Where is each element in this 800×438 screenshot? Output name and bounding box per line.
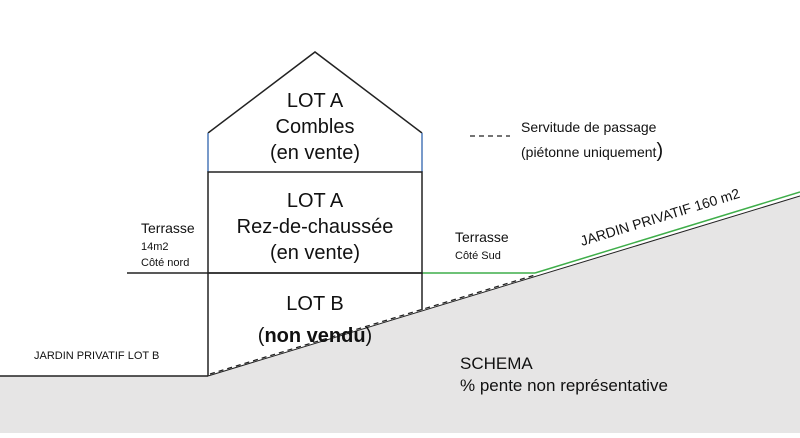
jardin-privatif-lot-b-label: JARDIN PRIVATIF LOT B: [34, 350, 159, 362]
terrasse-nord-area: 14m2: [141, 241, 169, 253]
legend-servitude-line1: Servitude de passage: [521, 119, 657, 135]
rdc-name-label: Rez-de-chaussée: [237, 216, 394, 238]
rdc-status-label: (en vente): [270, 242, 360, 264]
ground-terrain: [0, 196, 800, 433]
lot-b-status-open: (: [258, 325, 265, 347]
combles-lot-label: LOT A: [287, 90, 344, 112]
schema-subtitle: % pente non représentative: [460, 376, 668, 395]
servitude-dashed-path: [209, 274, 536, 375]
combles-name-label: Combles: [276, 116, 355, 138]
combles-status-label: (en vente): [270, 142, 360, 164]
schema-title: SCHEMA: [460, 354, 533, 373]
rdc-floor-box: [207, 171, 423, 274]
rdc-lot-label: LOT A: [287, 190, 344, 212]
terrasse-nord-side: Côté nord: [141, 257, 189, 269]
legend-servitude-paren: ): [656, 140, 663, 162]
terrasse-sud-side: Côté Sud: [455, 250, 501, 262]
lot-b-status-close: ): [366, 325, 373, 347]
lot-b-label: LOT B: [286, 293, 343, 315]
lot-b-status-label: (non vendu): [258, 325, 372, 347]
jardin-privatif-sud-line: [534, 191, 800, 274]
terrasse-sud-title: Terrasse: [455, 229, 509, 245]
roof-outline: [207, 51, 423, 134]
terrasse-nord-title: Terrasse: [141, 220, 195, 236]
ground-edge-slope: [207, 195, 800, 377]
legend-servitude-line2: (piétonne uniquement): [521, 140, 663, 162]
legend-servitude-line2-text: (piétonne uniquement: [521, 144, 657, 160]
lot-b-status-bold: non vendu: [264, 325, 365, 347]
